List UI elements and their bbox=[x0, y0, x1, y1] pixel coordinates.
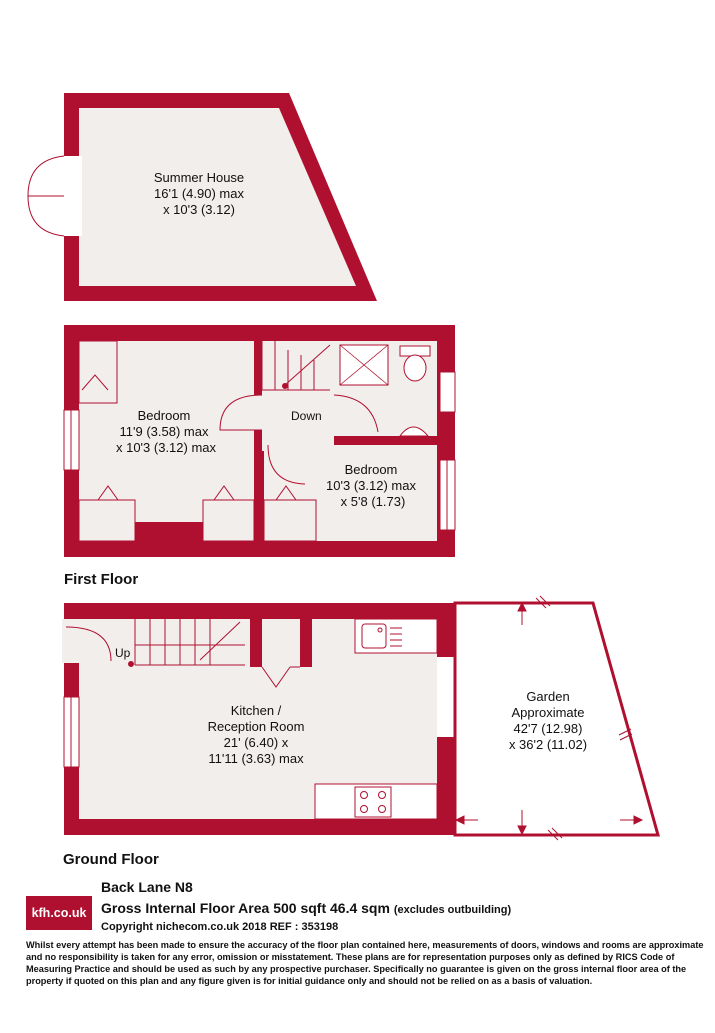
bedroom1-wardrobe-right bbox=[202, 499, 255, 542]
toilet-bowl bbox=[403, 354, 427, 382]
kitchen-dim1: 21' (6.40) x bbox=[224, 735, 289, 750]
kitchen-name1: Kitchen / bbox=[231, 703, 282, 718]
stairs-down-label: Down bbox=[291, 409, 322, 423]
floor-area-text: Gross Internal Floor Area 500 sqft 46.4 … bbox=[101, 900, 390, 916]
garden-dim1: 42'7 (12.98) bbox=[514, 721, 583, 736]
cupboard-door-swing bbox=[261, 666, 300, 688]
kitchen-counter-bottom bbox=[314, 783, 438, 820]
bedroom1-cupboard bbox=[78, 340, 118, 404]
garden-name2: Approximate bbox=[512, 705, 585, 720]
bathroom-door-swing bbox=[333, 394, 379, 433]
garden-dim2: x 36'2 (11.02) bbox=[509, 737, 587, 752]
kitchen-name2: Reception Room bbox=[208, 719, 305, 734]
landing-floor bbox=[262, 341, 334, 451]
summer-house-name: Summer House bbox=[154, 170, 244, 185]
summer-house-dim1: 16'1 (4.90) max bbox=[154, 186, 244, 201]
stairs-up bbox=[128, 619, 245, 667]
summer-house-floor bbox=[79, 108, 356, 286]
hob bbox=[354, 786, 392, 818]
summer-house: Summer House 16'1 (4.90) max x 10'3 (3.1… bbox=[27, 93, 377, 301]
bedroom1-name: Bedroom bbox=[138, 408, 191, 423]
front-door-swing bbox=[65, 626, 112, 662]
bedroom1-dim2: x 10'3 (3.12) max bbox=[116, 440, 217, 455]
bedroom2-dim1: 10'3 (3.12) max bbox=[326, 478, 416, 493]
bedroom2-wardrobe bbox=[263, 499, 317, 542]
bedroom2-name: Bedroom bbox=[345, 462, 398, 477]
basin bbox=[399, 426, 430, 437]
copyright: Copyright nichecom.co.uk 2018 REF : 3531… bbox=[101, 921, 339, 933]
summer-house-dim2: x 10'3 (3.12) bbox=[163, 202, 235, 217]
stairs-up-label: Up bbox=[115, 646, 131, 660]
bedroom2-door-swing bbox=[267, 444, 306, 485]
first-floor-plan: Down Bedroom 11'9 (3.58) max x 10'3 (3.1… bbox=[63, 325, 456, 557]
ground-floor-label: Ground Floor bbox=[63, 851, 159, 868]
floor-area-note: (excludes outbuilding) bbox=[393, 904, 512, 916]
summer-house-door-gap bbox=[62, 156, 82, 236]
front-door-gap bbox=[62, 619, 79, 663]
kitchen-sink bbox=[361, 623, 387, 649]
bedroom1-dim1: 11'9 (3.58) max bbox=[120, 424, 209, 439]
bedroom2-dim2: x 5'8 (1.73) bbox=[341, 494, 406, 509]
landing-door-swing bbox=[219, 394, 263, 431]
garden-arrows bbox=[454, 595, 644, 841]
garden-name1: Garden bbox=[526, 689, 569, 704]
ground-floor-plan: Up K bbox=[62, 595, 660, 841]
kfh-logo[interactable]: kfh.co.uk bbox=[26, 896, 92, 930]
bedroom1-wardrobe-left bbox=[78, 499, 136, 542]
property-name: Back Lane N8 bbox=[101, 879, 193, 895]
first-floor-label: First Floor bbox=[64, 571, 139, 588]
floor-area: Gross Internal Floor Area 500 sqft 46.4 … bbox=[101, 900, 511, 916]
disclaimer: Whilst every attempt has been made to en… bbox=[26, 940, 704, 986]
stairs-down bbox=[261, 341, 331, 391]
patio-door-gap bbox=[437, 657, 455, 737]
kitchen-dim2: 11'11 (3.63) max bbox=[208, 751, 304, 766]
